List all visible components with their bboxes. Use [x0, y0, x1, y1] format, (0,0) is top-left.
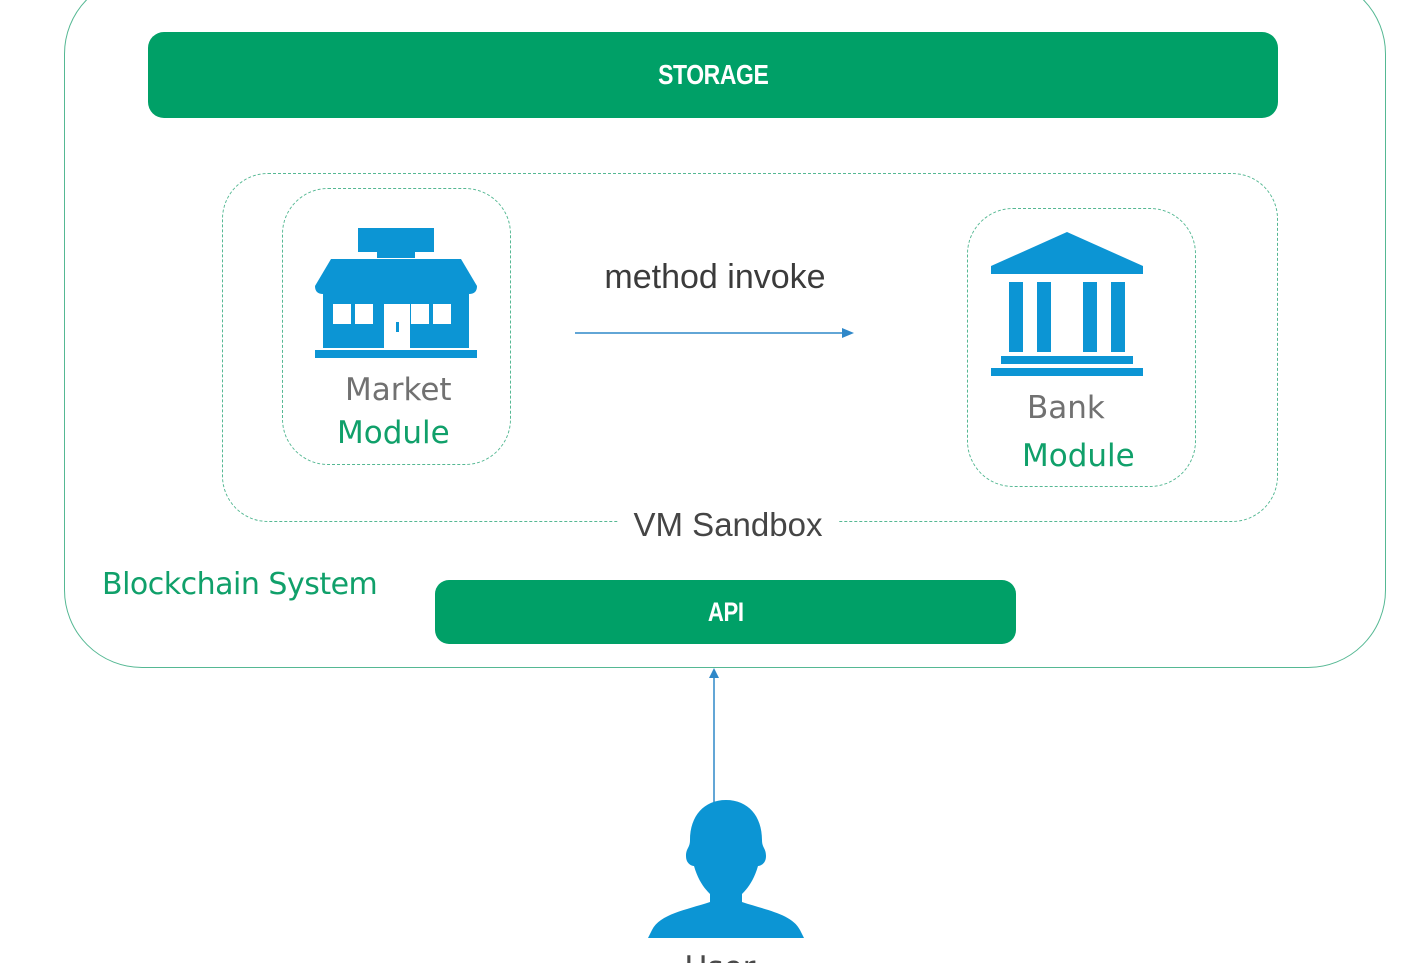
bank-icon	[991, 232, 1143, 376]
vm-sandbox-label: VM Sandbox	[618, 504, 838, 546]
api-bar: API	[435, 580, 1016, 644]
bank-module-frame	[967, 208, 1196, 487]
store-icon	[315, 228, 477, 358]
bank-module-type: Module	[1022, 438, 1135, 474]
storage-bar: STORAGE	[148, 32, 1278, 118]
api-label: API	[707, 596, 744, 627]
user-to-api-arrow	[709, 668, 719, 806]
user-icon	[648, 800, 804, 938]
market-module-type: Module	[337, 415, 450, 451]
user-label: User	[610, 950, 830, 963]
method-invoke-label: method invoke	[604, 258, 826, 296]
storage-label: STORAGE	[657, 59, 769, 90]
blockchain-system-label: Blockchain System	[102, 567, 378, 602]
blockchain-system-frame	[64, 0, 1386, 668]
invoke-arrow	[575, 328, 854, 338]
bank-module-name: Bank	[1027, 390, 1105, 426]
market-module-name: Market	[345, 372, 452, 408]
market-module-frame	[282, 188, 511, 465]
